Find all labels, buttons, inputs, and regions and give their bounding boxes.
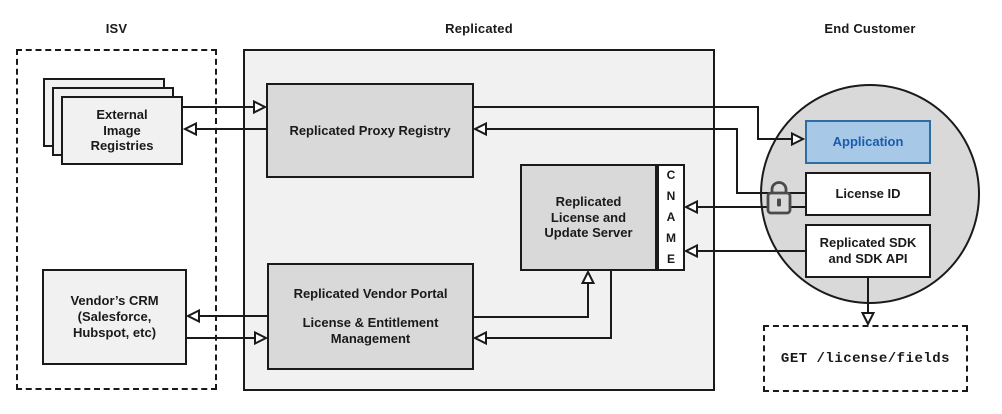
arrowhead-into-portal-left xyxy=(254,330,269,346)
license-id-box: License ID xyxy=(805,172,931,216)
cname-strip: C N A M E xyxy=(657,164,685,271)
arrowhead-into-proxy-right xyxy=(472,121,487,137)
get-license-fields-box: GET /license/fields xyxy=(763,325,968,392)
arrowhead-into-crm xyxy=(185,308,200,324)
replicated-proxy-registry-box: Replicated Proxy Registry xyxy=(266,83,474,178)
arrowhead-into-application xyxy=(791,131,806,147)
arrowhead-into-registries xyxy=(182,121,197,137)
license-update-server-box: Replicated License and Update Server xyxy=(520,164,657,271)
proxy-to-application-line xyxy=(474,106,792,140)
replicated-sdk-box: Replicated SDK and SDK API xyxy=(805,224,931,278)
vendor-portal-subtitle: License & Entitlement Management xyxy=(302,315,439,346)
portal-to-server-line xyxy=(474,283,589,318)
arrowhead-into-proxy-left xyxy=(253,99,268,115)
get-license-fields-text: GET /license/fields xyxy=(780,350,951,367)
server-to-portal-line xyxy=(486,271,612,339)
vendor-portal-title: Replicated Vendor Portal xyxy=(293,286,448,302)
unlock-icon xyxy=(766,181,792,215)
arrowhead-into-cname-top xyxy=(683,199,698,215)
arrowhead-into-server xyxy=(580,269,596,284)
application-box: Application xyxy=(805,120,931,164)
isv-section-title: ISV xyxy=(105,21,128,36)
replicated-section-title: Replicated xyxy=(445,21,513,36)
replicated-vendor-portal-box: Replicated Vendor Portal License & Entit… xyxy=(267,263,474,370)
arrowhead-into-get-box xyxy=(860,312,876,327)
arrowhead-into-cname-bottom xyxy=(683,243,698,259)
arrowhead-into-portal-right xyxy=(472,330,487,346)
vendors-crm-box: Vendor’s CRM (Salesforce, Hubspot, etc) xyxy=(42,269,187,365)
end-customer-section-title: End Customer xyxy=(824,21,916,36)
isv-boundary xyxy=(16,49,217,390)
external-image-registries-box: External Image Registries xyxy=(61,96,183,165)
